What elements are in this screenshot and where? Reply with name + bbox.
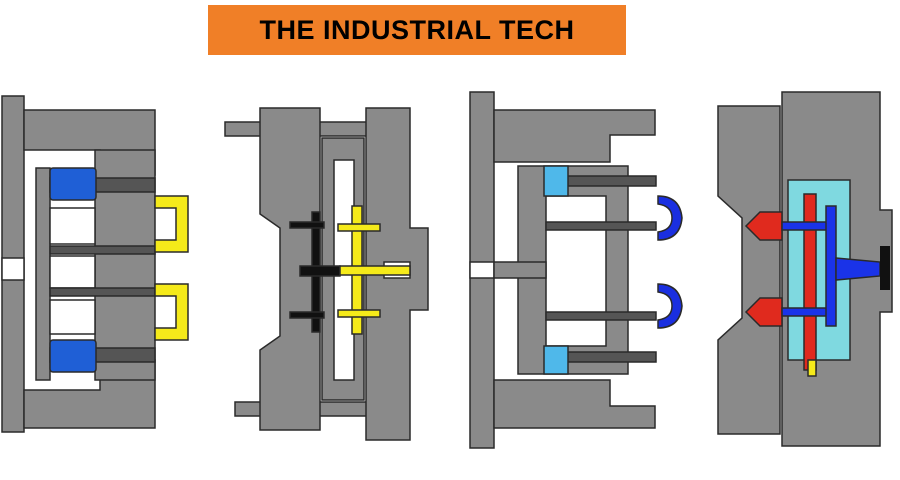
insulator-bottom [543, 345, 569, 375]
title-text: THE INDUSTRIAL TECH [259, 14, 575, 45]
molded-part-bottom [154, 283, 189, 341]
gate-drip [807, 359, 817, 377]
panel-three-plate-mold [224, 107, 429, 441]
ejector-pin-lower [49, 287, 156, 297]
insulator-top [543, 165, 569, 197]
ejector-pin-upper [49, 245, 156, 255]
molded-part-blue-bottom [657, 283, 683, 329]
panel-two-plate-mold [1, 95, 189, 433]
sprue-rail [493, 261, 547, 279]
heater-tip-upper [744, 211, 783, 241]
cavity-slot-1 [49, 207, 96, 245]
mold-body-bottom-3 [493, 379, 656, 429]
melt-flow [781, 205, 881, 327]
panel-hot-runner-mold [717, 91, 893, 447]
mold-body-top-3 [493, 109, 656, 163]
panel-stripper-mold [469, 91, 683, 449]
stripper-rod-lower [545, 311, 657, 321]
cavity-slot-3 [49, 299, 96, 335]
sprue-notch [1, 257, 25, 281]
sprue-notch-3 [469, 261, 495, 279]
spring-top [49, 167, 97, 201]
nozzle-port [880, 246, 890, 290]
molded-part-top [154, 195, 189, 253]
moving-half-4 [717, 105, 781, 435]
heater-vertical [803, 193, 817, 371]
title-banner: THE INDUSTRIAL TECH [208, 5, 626, 55]
cold-runner [289, 211, 341, 333]
cavity-slot-2 [49, 255, 96, 289]
heater-tip-lower [744, 297, 783, 327]
molded-part-blue-top [657, 195, 683, 241]
stripper-rod-upper [545, 221, 657, 231]
molded-runner-yellow [337, 205, 411, 335]
ejector-plate [35, 167, 51, 381]
inner-cavity-3 [545, 195, 607, 347]
spring-bottom [49, 339, 97, 373]
